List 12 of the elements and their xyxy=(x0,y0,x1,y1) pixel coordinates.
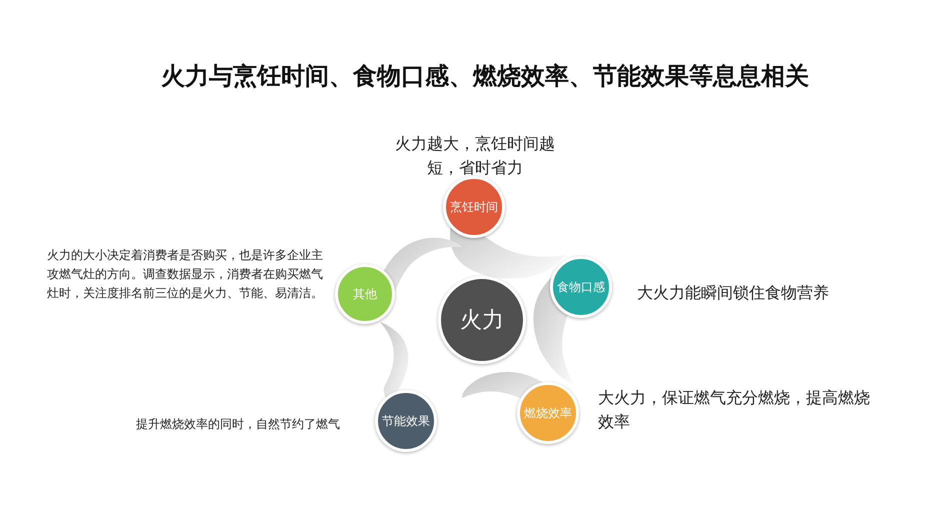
title: 火力与烹饪时间、食物口感、燃烧效率、节能效果等息息相关 xyxy=(160,61,810,92)
topic-circle: 节能效果 xyxy=(375,390,437,452)
center-circle: 火力 xyxy=(438,276,526,364)
description-text: 火力的大小决定着消费者是否购买，也是许多企业主攻燃气灶的方向。调查数据显示，消费者在购买燃气灶时，关注度排名前三位的是火力、节能、易清洁。 xyxy=(46,247,323,302)
description-text: 火力越大，烹饪时间越短，省时省力 xyxy=(395,133,555,179)
topic-circle: 燃烧效率 xyxy=(517,382,579,444)
topic-circle: 烹饪时间 xyxy=(443,176,505,238)
topic-circle: 其他 xyxy=(335,264,395,324)
description-text: 大火力能瞬间锁住食物营养 xyxy=(637,282,830,304)
topic-circle: 食物口感 xyxy=(550,256,612,318)
description-text: 大火力，保证燃气充分燃烧，提高燃烧效率 xyxy=(598,387,871,433)
description-text: 提升燃烧效率的同时，自然节约了燃气 xyxy=(135,416,340,433)
